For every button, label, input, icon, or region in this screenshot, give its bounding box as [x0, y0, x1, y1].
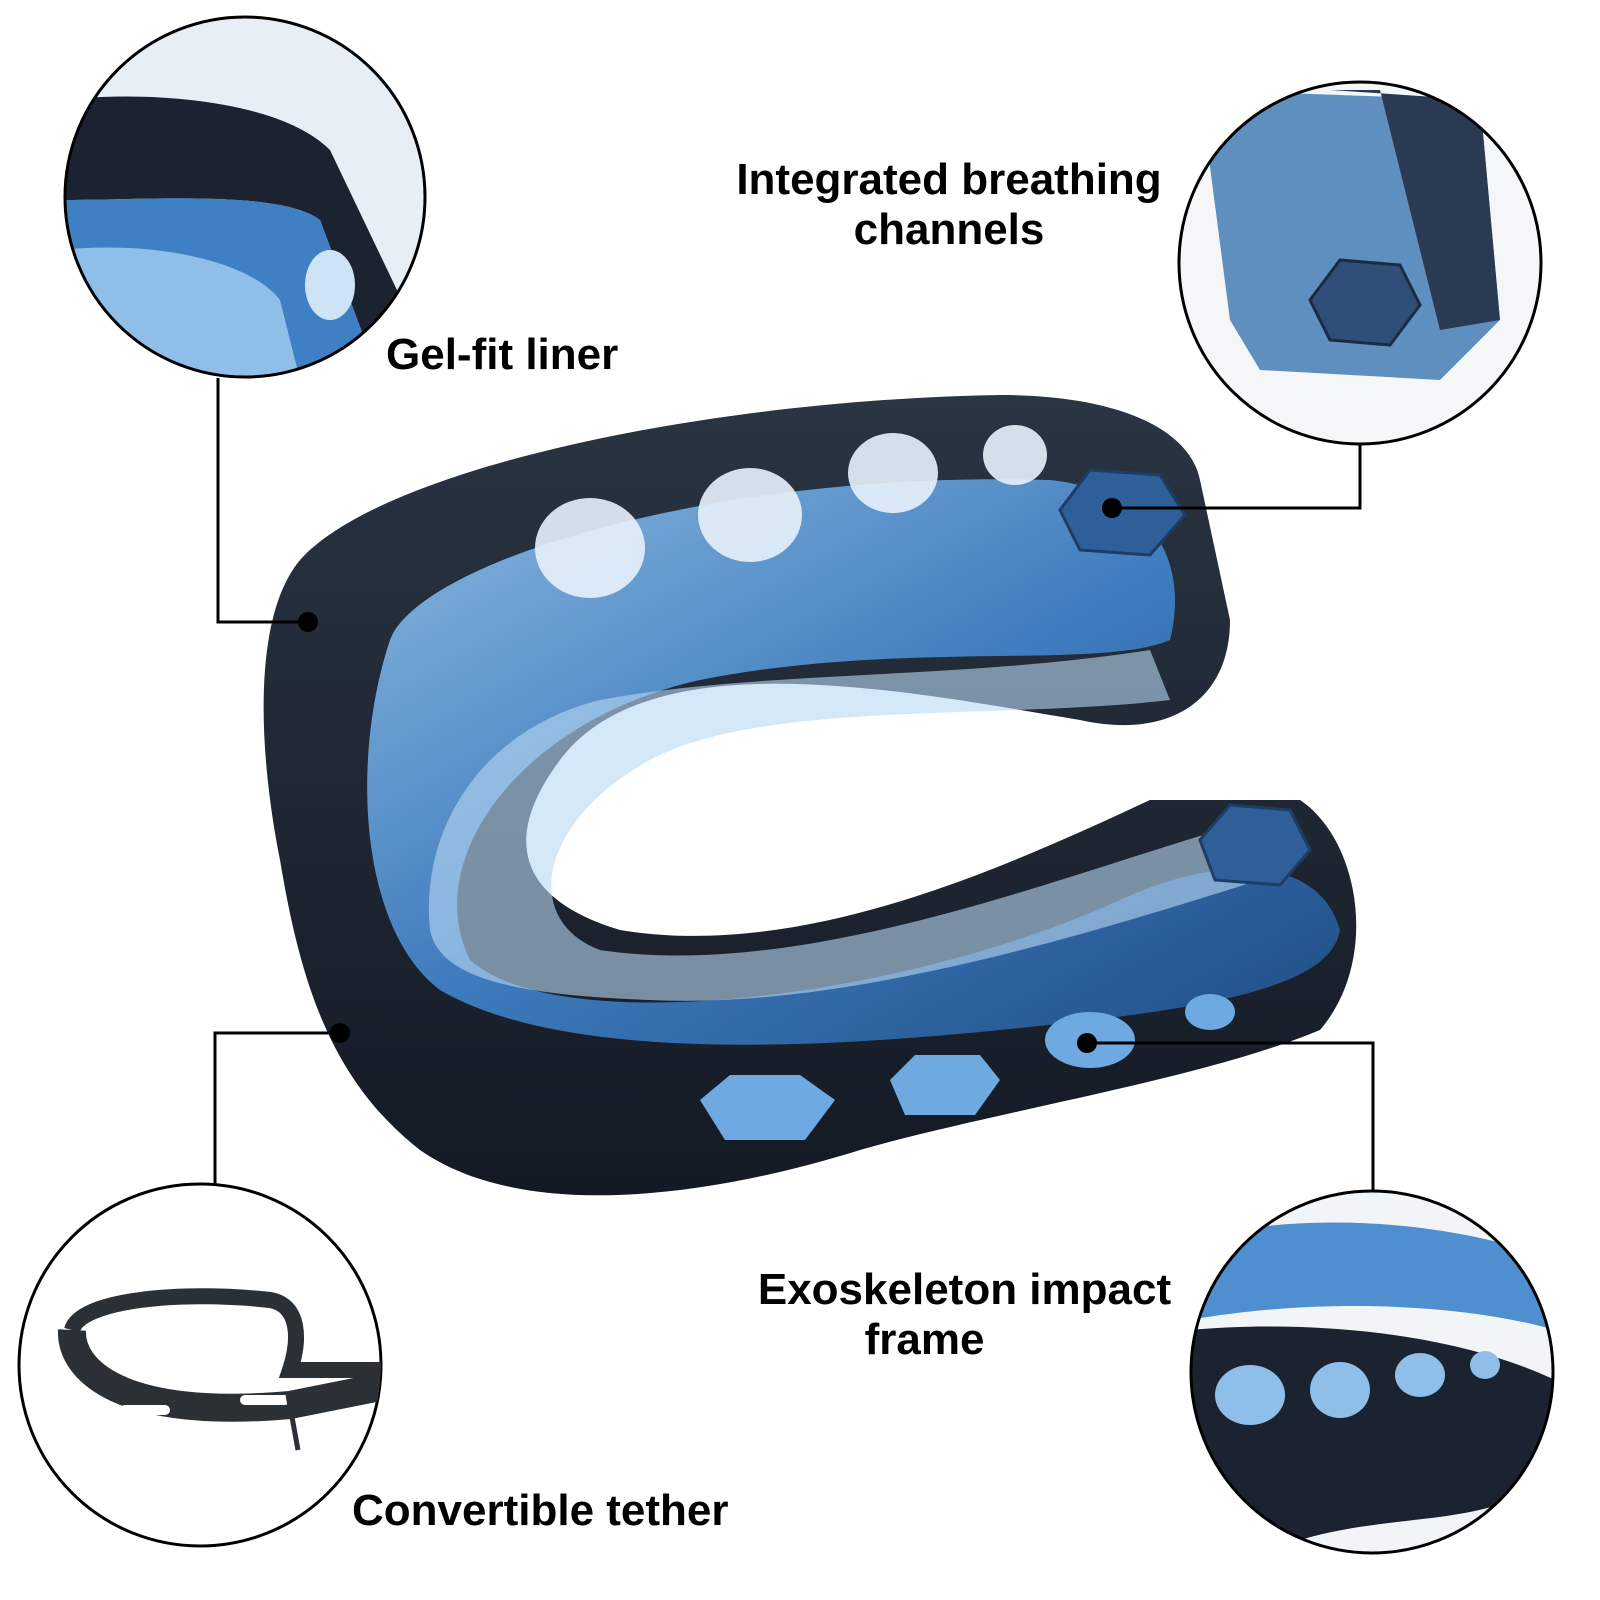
label-line-1: Integrated breathing [736, 155, 1162, 204]
detail-breathing-channels [1177, 80, 1543, 446]
label-line-2: channels [853, 205, 1045, 254]
detail-gel-fit-liner [63, 15, 427, 379]
callout-dots [298, 498, 1122, 1053]
label-breathing-channels: Integrated breathing channels [720, 155, 1178, 255]
label-impact-frame: Exoskeleton impact frame [742, 1265, 1187, 1365]
leader-lines [213, 378, 1375, 1191]
mouthguard-image [263, 395, 1357, 1196]
detail-tether [17, 1182, 383, 1548]
detail-impact-frame [1189, 1189, 1555, 1555]
label-convertible-tether: Convertible tether [352, 1486, 729, 1535]
label-line-1: Exoskeleton impact [757, 1265, 1172, 1314]
label-gel-fit-liner: Gel-fit liner [386, 330, 619, 379]
label-line-2: frame [864, 1315, 985, 1364]
